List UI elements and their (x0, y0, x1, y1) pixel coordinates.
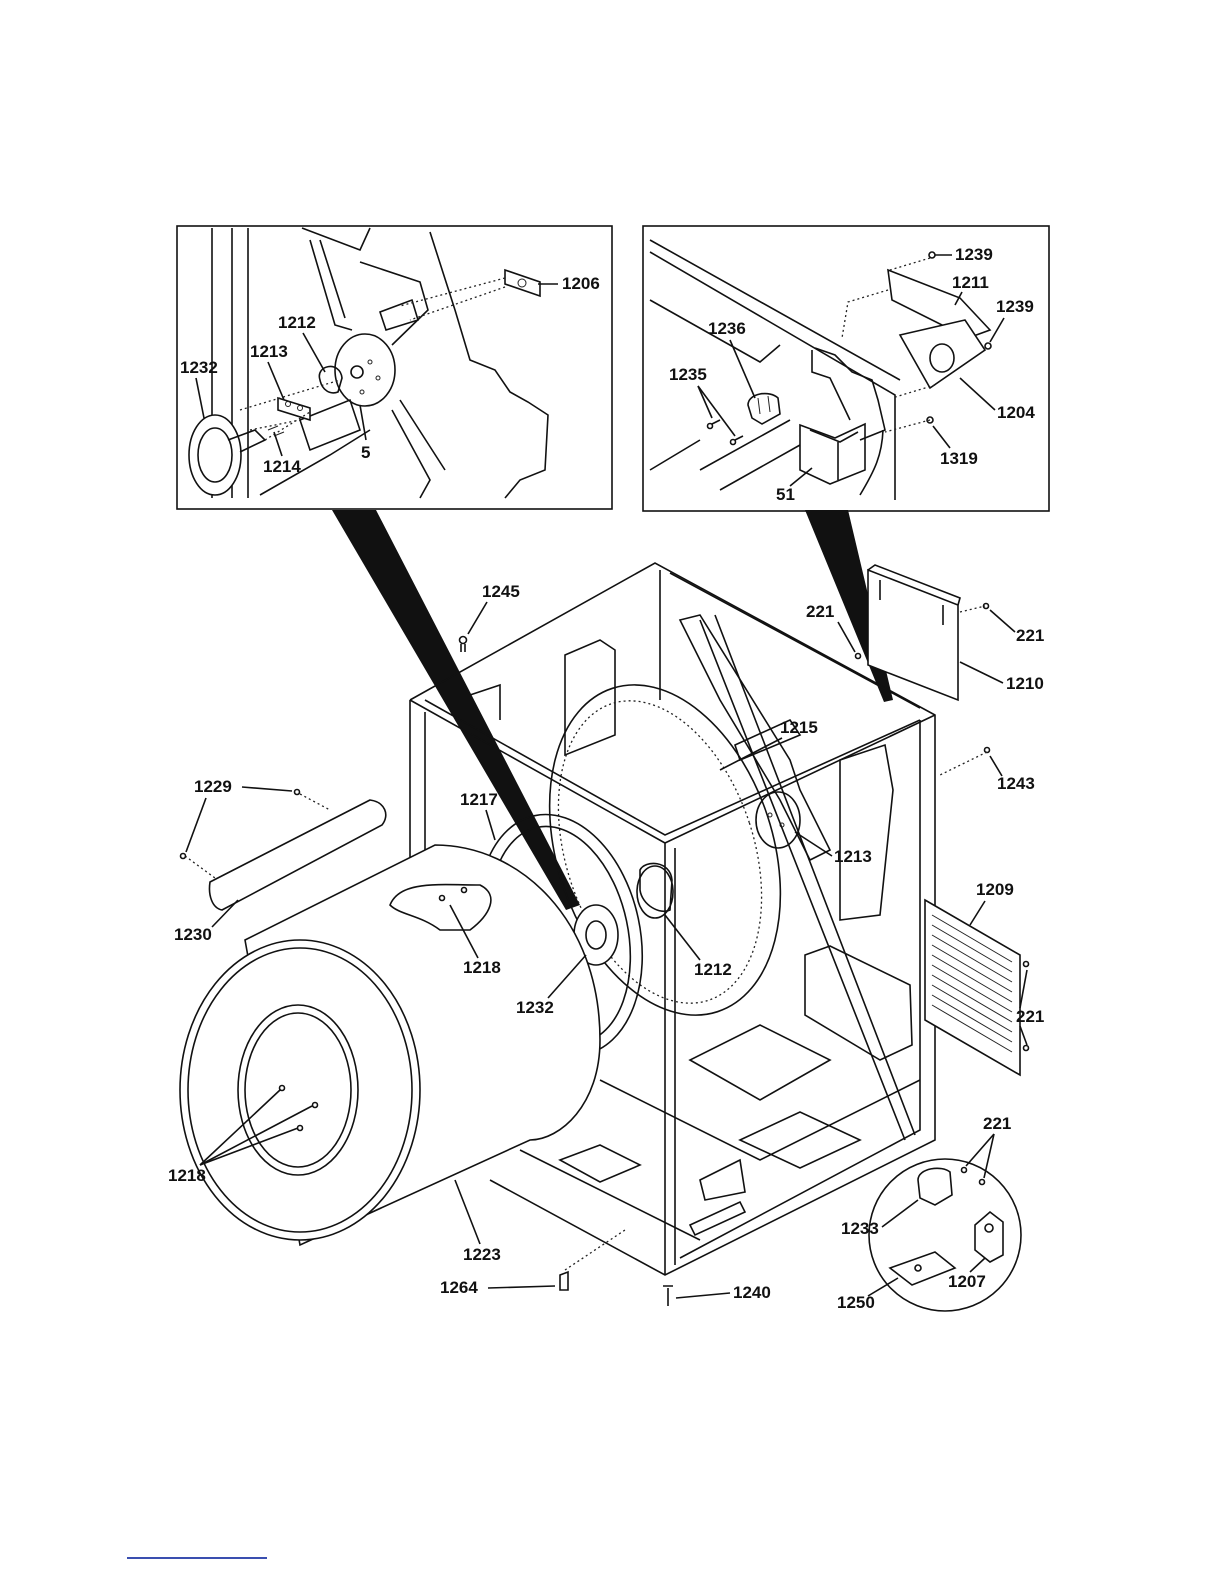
detail-circle (869, 1159, 1021, 1311)
label-1230: 1230 (174, 925, 212, 944)
label-1319: 1319 (940, 449, 978, 468)
inset-right: 1239 1211 1239 1236 1235 1204 1319 51 (643, 226, 1049, 511)
label-1212-main: 1212 (694, 960, 732, 979)
label-1211: 1211 (952, 273, 989, 292)
label-1239-top: 1239 (955, 245, 993, 264)
label-1232-main: 1232 (516, 998, 554, 1017)
clip-1264 (560, 1272, 568, 1290)
label-1210: 1210 (1006, 674, 1044, 693)
label-221-cover: 221 (1016, 626, 1044, 645)
screw-1245 (460, 637, 467, 644)
label-1218-drum: 1218 (168, 1166, 206, 1185)
label-1245: 1245 (482, 582, 520, 601)
label-1229: 1229 (194, 777, 232, 796)
label-1240: 1240 (733, 1283, 771, 1302)
label-1235: 1235 (669, 365, 707, 384)
label-1213-main: 1213 (834, 847, 872, 866)
label-1204: 1204 (997, 403, 1035, 422)
label-5: 5 (361, 443, 370, 462)
drum-1223 (180, 845, 600, 1245)
inset-left: 1206 1212 1213 1232 1214 5 (177, 226, 612, 509)
label-1218-baffle: 1218 (463, 958, 501, 977)
label-1217: 1217 (460, 790, 498, 809)
label-221-grille: 221 (1016, 1007, 1044, 1026)
label-1223: 1223 (463, 1245, 501, 1264)
label-221-detail: 221 (983, 1114, 1011, 1133)
label-1239-right: 1239 (996, 297, 1034, 316)
label-1243: 1243 (997, 774, 1035, 793)
label-1232: 1232 (180, 358, 218, 377)
grille-1209 (925, 900, 1029, 1075)
label-1236: 1236 (708, 319, 746, 338)
label-51: 51 (776, 485, 795, 504)
label-1212: 1212 (278, 313, 316, 332)
bottom-rule (127, 1557, 267, 1559)
label-221-top: 221 (806, 602, 834, 621)
screw-1240 (663, 1286, 673, 1306)
label-1206: 1206 (562, 274, 600, 293)
label-1214: 1214 (263, 457, 301, 476)
label-1207: 1207 (948, 1272, 986, 1291)
label-1215: 1215 (780, 718, 818, 737)
label-1213: 1213 (250, 342, 288, 361)
label-1264: 1264 (440, 1278, 478, 1297)
label-1233: 1233 (841, 1219, 879, 1238)
screw-1243 (985, 748, 990, 753)
label-1209: 1209 (976, 880, 1014, 899)
